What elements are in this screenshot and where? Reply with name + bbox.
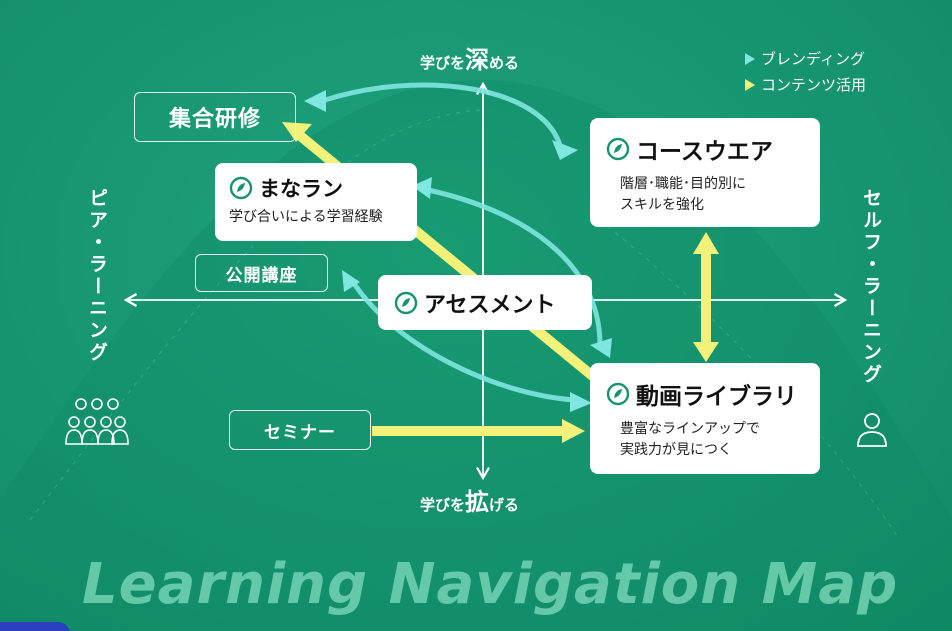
legend-item-blending: ブレンディング [745,46,866,72]
blend-arrowhead-manaran [412,177,432,199]
leaf-logo-icon [229,176,253,200]
node-assessment[interactable]: アセスメント [378,275,592,330]
content-arrow-courseware-douga [693,232,719,362]
node-manaran[interactable]: まなラン 学び合いによる学習経験 [215,163,417,241]
axis-label-right: セルフ・ラーニング [860,188,882,386]
leaf-logo-icon [606,137,630,161]
leaf-logo-icon [606,382,630,406]
group-people-icon [65,398,129,445]
content-arrow-seminar-to-douga [372,419,585,443]
blend-arrowhead-shugo [304,90,326,112]
node-shugo-kenshu[interactable]: 集合研修 [134,92,296,142]
node-seminar[interactable]: セミナー [229,410,371,450]
blend-arrowhead-koukai [342,270,360,292]
blending-marker-icon [745,53,755,65]
blend-arrowhead-douga-top [590,338,612,358]
node-douga-library[interactable]: 動画ライブラリ 豊富なラインアップで 実践力が見につく [590,363,820,474]
axis-label-bottom: 学びを拡げる [420,488,520,516]
legend: ブレンディング コンテンツ活用 [745,46,866,98]
blend-arrowhead-courseware [552,140,578,160]
node-koukai-kouza[interactable]: 公開講座 [195,254,328,292]
blend-arrow-koukai-douga [352,282,578,403]
single-person-icon [857,413,887,447]
legend-item-content: コンテンツ活用 [745,72,866,98]
corner-tab [0,622,70,631]
axis-label-left: ピア・ラーニング [86,188,108,364]
blend-arrow-shugo-courseware [322,82,563,148]
content-marker-icon [745,79,755,91]
blend-arrow-manaran-douga [425,187,603,348]
blend-arrowhead-douga-left [570,392,592,412]
leaf-logo-icon [394,291,418,314]
axis-label-top: 学びを深める [420,46,520,74]
node-courseware[interactable]: コースウエア 階層･職能･目的別に スキルを強化 [590,118,820,227]
map-title: Learning Navigation Map [82,552,899,617]
